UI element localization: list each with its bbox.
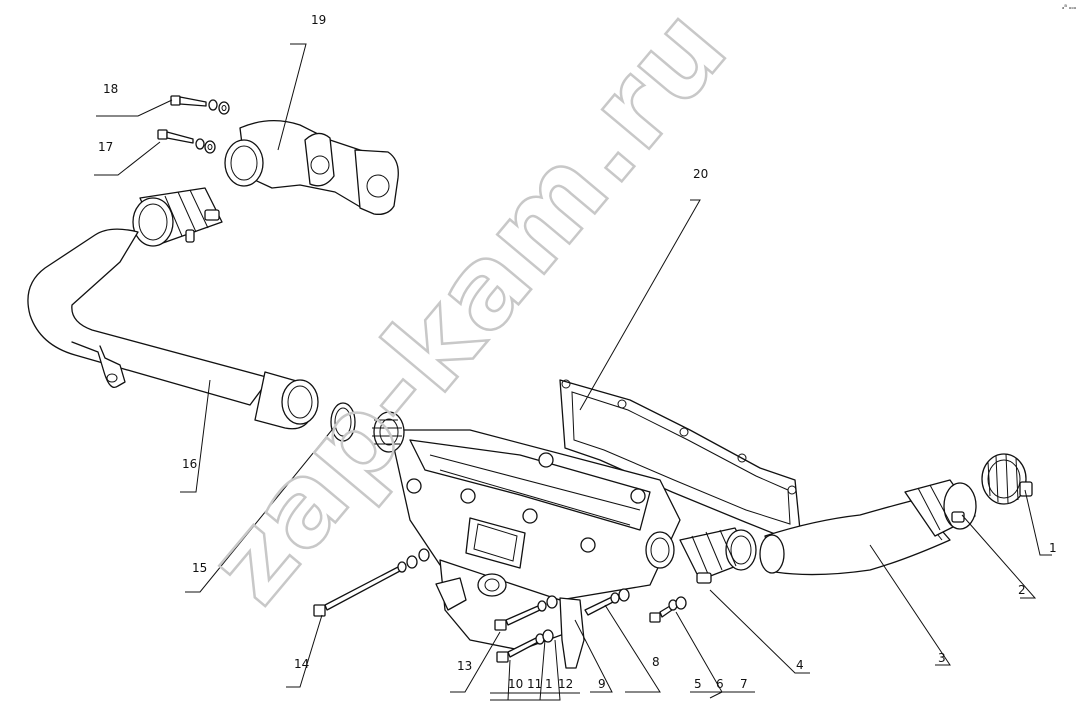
parts-5-6-7-bolt-washers xyxy=(649,596,687,623)
callout-8: 8 xyxy=(652,655,660,669)
callout-2: 2 xyxy=(1018,583,1026,597)
part-17-bolt-washer xyxy=(157,129,216,154)
callout-10: 10 xyxy=(508,677,523,691)
callout-5: 5 xyxy=(694,677,702,691)
part-15-o-ring xyxy=(330,402,356,442)
leader-lines xyxy=(94,43,1052,701)
corner-mark: ₐᴮ ₒₒₒ xyxy=(1062,4,1077,11)
callout-11: 11 xyxy=(527,677,542,691)
callout-labels: 1 2 3 4 5 6 7 8 9 10 11 1 12 13 14 15 16… xyxy=(98,13,1057,691)
callout-17: 17 xyxy=(98,140,113,154)
callout-20: 20 xyxy=(693,167,708,181)
part-4-clamp xyxy=(679,527,757,584)
callout-19: 19 xyxy=(311,13,326,27)
callout-12: 12 xyxy=(558,677,573,691)
callout-15: 15 xyxy=(192,561,207,575)
callout-13: 13 xyxy=(457,659,472,673)
part-3-hose xyxy=(759,499,951,576)
part-8-bolt xyxy=(584,588,630,616)
part-14-long-bolt xyxy=(313,548,430,617)
part-1-band-clamp xyxy=(981,453,1033,505)
part-19-elbow-flange xyxy=(224,120,399,215)
oil-cooler-housing xyxy=(372,411,681,669)
callout-11b: 1 xyxy=(545,677,553,691)
hose-clamp-upper xyxy=(132,187,223,247)
callout-18: 18 xyxy=(103,82,118,96)
callout-9: 9 xyxy=(598,677,606,691)
part-18-bolt-washer xyxy=(170,95,230,115)
callout-1: 1 xyxy=(1049,541,1057,555)
callout-3: 3 xyxy=(938,651,946,665)
callout-14: 14 xyxy=(294,657,309,671)
callout-7: 7 xyxy=(740,677,748,691)
part-16-bent-pipe xyxy=(27,228,319,430)
part-2-clamp xyxy=(904,479,977,537)
callout-16: 16 xyxy=(182,457,197,471)
callout-6: 6 xyxy=(716,677,724,691)
callout-4: 4 xyxy=(796,658,804,672)
parts-10-11-12-bolts-washers xyxy=(494,595,558,663)
